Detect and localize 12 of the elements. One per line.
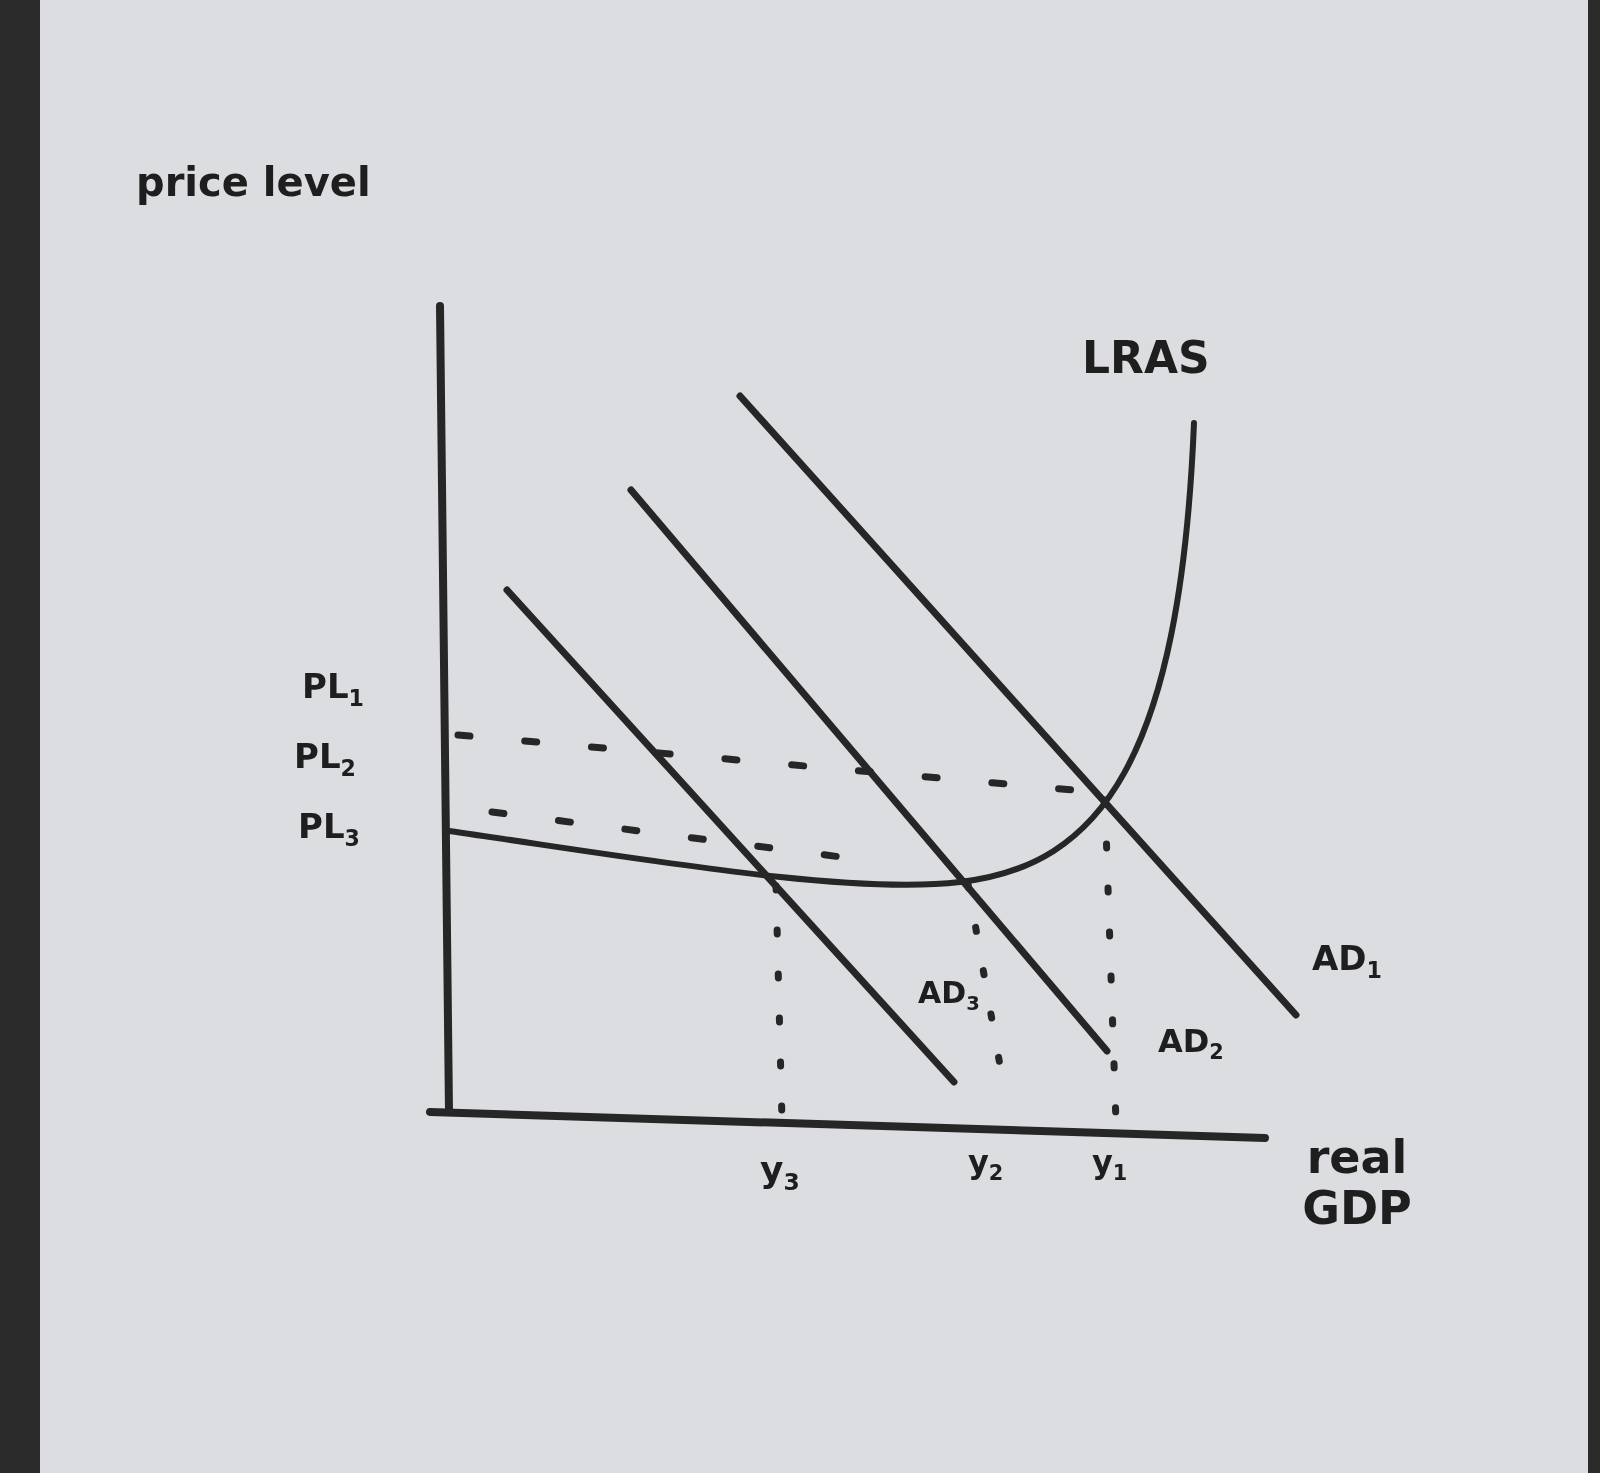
output-label: y$_{2}$ <box>968 1145 1004 1186</box>
price-label: PL$_{2}$ <box>294 738 356 781</box>
curve-label: AD$_{3}$ <box>918 976 980 1015</box>
output-label: y$_{1}$ <box>1092 1145 1128 1186</box>
output-label: y$_{3}$ <box>760 1150 800 1196</box>
price-label: PL$_{3}$ <box>298 808 360 851</box>
price-label: PL$_{1}$ <box>302 668 364 711</box>
axis-title: real GDP <box>1301 1132 1413 1234</box>
axis-title: price level <box>136 160 371 204</box>
curve-label: AD$_{2}$ <box>1158 1024 1224 1065</box>
curve-label: AD$_{1}$ <box>1312 940 1382 983</box>
curve-label: LRAS <box>1082 334 1210 383</box>
